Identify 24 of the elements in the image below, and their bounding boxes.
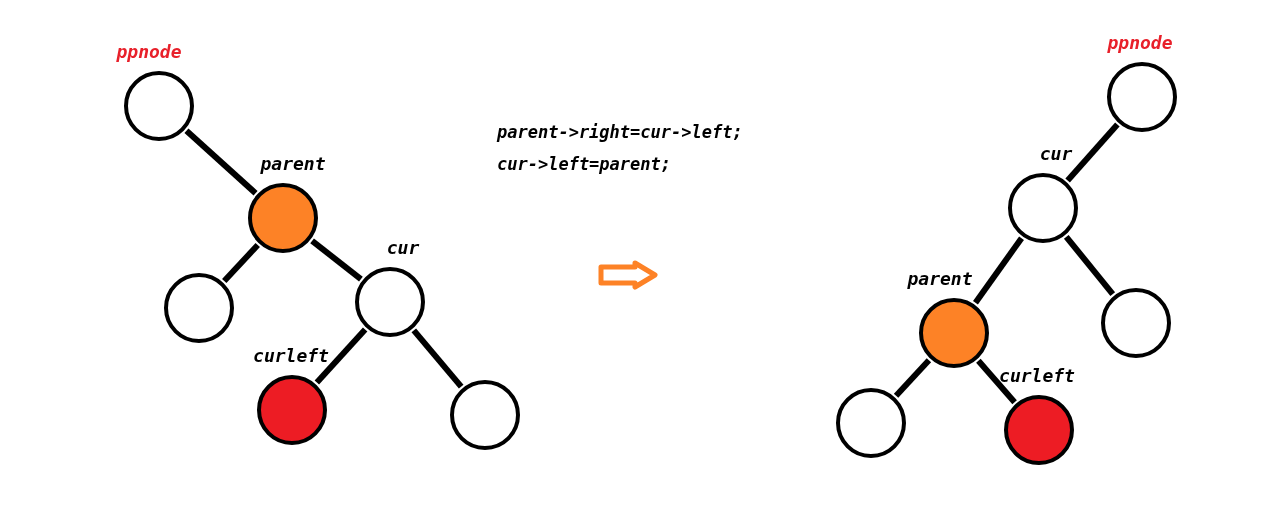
node-label: parent [260, 153, 326, 174]
tree-edge [314, 327, 368, 385]
tree-edge [310, 238, 363, 282]
node-label: curleft [999, 365, 1075, 386]
node-label: parent [907, 268, 973, 289]
tree-edge [1063, 234, 1116, 297]
tree-edge [976, 358, 1017, 405]
tree-edge [411, 328, 464, 389]
tree-edge [1065, 122, 1120, 183]
tree-node-circle [1008, 173, 1078, 243]
tree-edge [893, 358, 932, 398]
tree-edge [973, 236, 1024, 305]
tree-node-circle [355, 267, 425, 337]
node-label: ppnode [1107, 32, 1173, 53]
code-line: parent->right=cur->left; [497, 122, 743, 142]
node-label: ppnode [116, 41, 182, 62]
node-label: curleft [253, 345, 329, 366]
tree-node-circle [919, 298, 989, 368]
node-label: cur [1039, 143, 1073, 164]
tree-edge [222, 243, 260, 283]
node-label: cur [386, 237, 420, 258]
tree-edge [184, 128, 258, 196]
tree-node-circle [248, 183, 318, 253]
code-line: cur->left=parent; [497, 154, 671, 174]
